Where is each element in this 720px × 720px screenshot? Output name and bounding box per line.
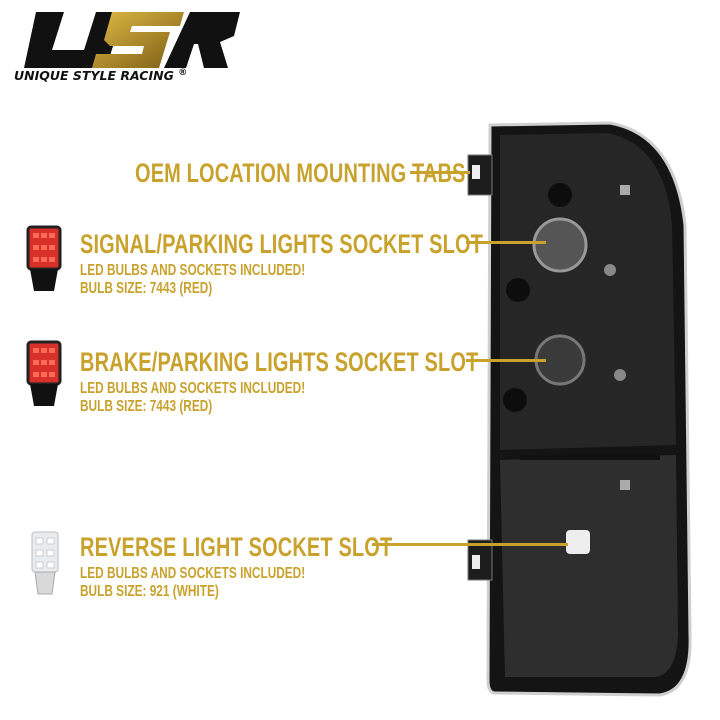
signal-socket-icon bbox=[532, 217, 588, 273]
usr-logo-icon bbox=[24, 12, 240, 68]
callout-title: BRAKE/PARKING LIGHTS SOCKET SLOT bbox=[80, 347, 479, 377]
callout-line1: LED BULBS AND SOCKETS INCLUDED! bbox=[80, 262, 306, 279]
callout-line2: BULB SIZE: 921 (WHITE) bbox=[80, 583, 219, 600]
callout-reverse: REVERSE LIGHT SOCKET SLOT LED BULBS AND … bbox=[80, 532, 502, 601]
white-led-bulb-icon bbox=[31, 531, 59, 595]
reverse-socket-icon bbox=[566, 530, 590, 554]
red-led-bulb-icon bbox=[26, 340, 62, 406]
callout-line1: LED BULBS AND SOCKETS INCLUDED! bbox=[80, 565, 306, 582]
pointer-line bbox=[372, 543, 568, 546]
pointer-line bbox=[466, 359, 546, 362]
pointer-line bbox=[410, 171, 470, 174]
registered-mark: ® bbox=[178, 68, 188, 78]
pointer-line bbox=[466, 241, 546, 244]
callout-line2: BULB SIZE: 7443 (RED) bbox=[80, 398, 213, 415]
callout-title: SIGNAL/PARKING LIGHTS SOCKET SLOT bbox=[80, 229, 484, 259]
callout-line1: LED BULBS AND SOCKETS INCLUDED! bbox=[80, 380, 306, 397]
callout-line2: BULB SIZE: 7443 (RED) bbox=[80, 280, 213, 297]
callout-title: REVERSE LIGHT SOCKET SLOT bbox=[80, 532, 393, 562]
callout-brake: BRAKE/PARKING LIGHTS SOCKET SLOT LED BUL… bbox=[80, 347, 618, 416]
red-led-bulb-icon bbox=[26, 225, 62, 291]
callout-signal: SIGNAL/PARKING LIGHTS SOCKET SLOT LED BU… bbox=[80, 229, 625, 298]
brand-name: UNIQUE STYLE RACING bbox=[14, 68, 174, 83]
tail-light-housing bbox=[467, 121, 692, 697]
brand-logo: UNIQUE STYLE RACING ® bbox=[14, 10, 244, 85]
